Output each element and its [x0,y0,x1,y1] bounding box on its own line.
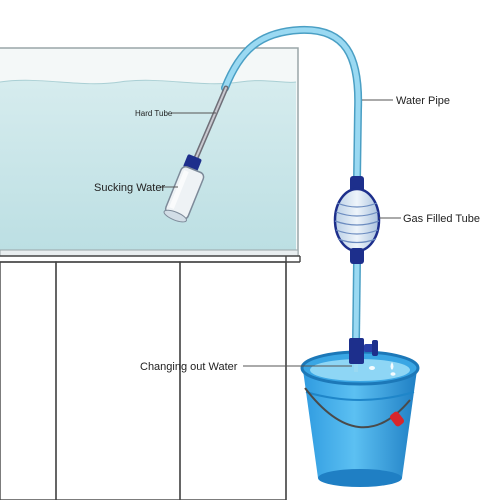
hard-tube-shine [195,87,227,159]
label-water-pipe: Water Pipe [396,95,450,107]
bucket-base [318,469,402,487]
bucket-band [305,391,415,401]
bucket-handle [304,387,411,429]
aquarium-tank [0,47,299,257]
bucket-handle-grip [389,411,405,427]
valve-body [349,338,364,364]
label-gas-filled-tube: Gas Filled Tube [403,213,480,225]
cabinet [0,255,301,500]
gas-filled-tube [333,176,381,264]
water-pipe-fill [222,27,361,183]
water-pipe-lower-fill [353,261,360,341]
valve-lever [364,344,374,352]
bulb-bottom-cap [350,248,364,264]
label-changing-out-water: Changing out Water [140,361,238,373]
water-pipe [221,25,363,341]
water-surface-line [0,79,297,85]
label-sucking-water: Sucking Water [94,182,165,194]
valve-knob [372,340,378,356]
bucket-inner-water [310,359,410,381]
intake-nozzle [163,166,205,223]
tank-water [0,80,296,251]
outlet-valve [349,338,378,372]
bulb-ribs [334,202,380,244]
tank-base [0,249,299,257]
bucket [300,350,420,487]
bulb-top-cap [350,176,364,192]
cabinet-door-middle [55,261,181,500]
hard-tube [163,85,229,223]
label-hard-tube: Hard Tube [135,109,173,118]
water-droplets [369,362,396,376]
bulb-body [333,187,381,253]
leader-lines [160,99,401,367]
cabinet-door-left [0,261,57,500]
cabinet-door-right [179,261,287,500]
